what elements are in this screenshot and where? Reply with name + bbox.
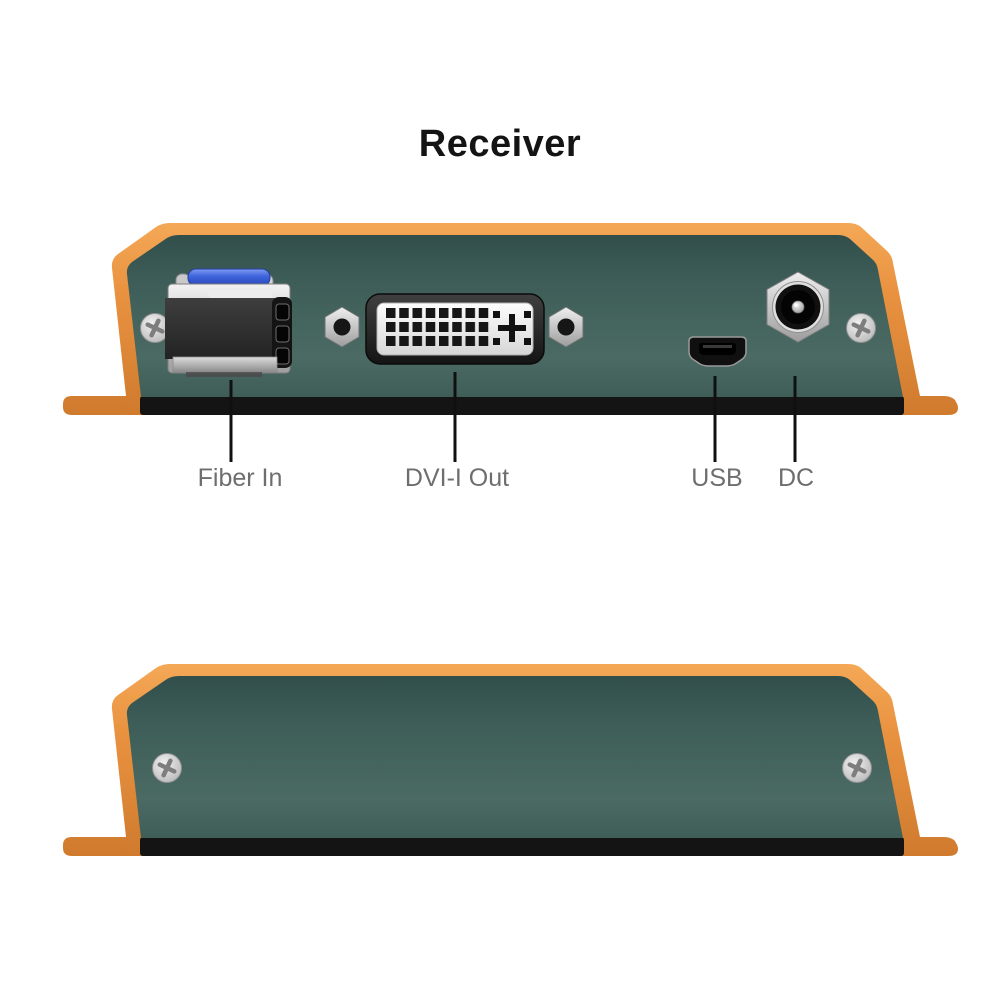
dvi-analog-pins [493,311,531,345]
dvi-pin-grid [386,308,492,349]
usb-slot [699,343,736,355]
fiber-top-plate [204,288,272,301]
fiber-fin-2 [275,325,290,343]
receiver-front-view [63,223,958,462]
port-label-usb: USB [691,464,743,492]
dvi-analog-cross [498,314,526,342]
dvi-hex-nut-left-hole [333,318,351,336]
dvi-hex-nut-right-hole [557,318,575,336]
callout-lines [229,372,797,462]
fiber-latch-blue [187,268,271,287]
fiber-fin-1 [275,303,290,321]
dc-center-pin [791,300,805,314]
rear-left-screw [153,754,182,783]
port-label-fiber: Fiber In [197,464,283,492]
rear-chassis [63,664,958,856]
rear-right-screw [843,754,872,783]
fiber-port [165,268,292,377]
receiver-rear-view [63,664,958,856]
port-label-dc: DC [777,464,815,492]
fiber-body [165,298,275,359]
dc-pin-highlight [794,303,798,307]
dc-jack [766,271,830,343]
fiber-fin-3 [275,347,290,365]
front-right-screw [847,314,876,343]
fiber-tray-shadow [186,372,262,377]
dvi-port [324,293,584,365]
port-label-dvi: DVI-I Out [404,464,510,492]
usb-slot-highlight [703,345,732,348]
usb-port [688,336,747,367]
page-title: Receiver [418,123,582,165]
fiber-bottom-tray [172,356,278,373]
